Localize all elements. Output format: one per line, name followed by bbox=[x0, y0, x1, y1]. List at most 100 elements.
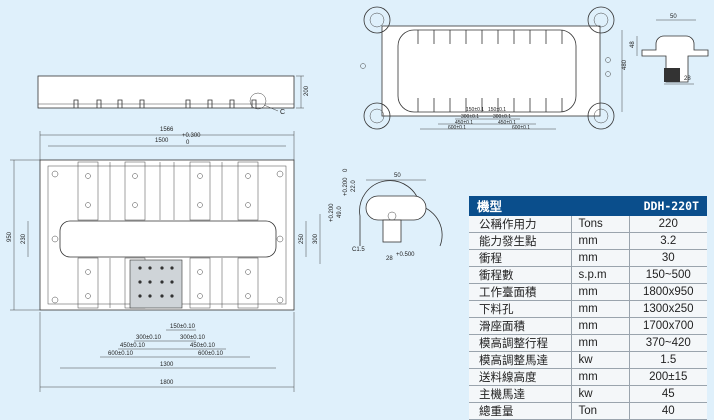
spec-value: 150~500 bbox=[629, 266, 707, 284]
spec-value: 200±15 bbox=[629, 368, 707, 386]
tol-plus-label: +0.300 bbox=[182, 133, 201, 139]
spec-unit: Ton bbox=[571, 402, 630, 420]
tr-50-label: 50 bbox=[670, 14, 677, 20]
d1300-label: 1300 bbox=[160, 362, 174, 368]
spec-unit: s.p.m bbox=[571, 266, 630, 284]
tslot-detail: 50 +0.200 22.0 0 +0.200 49.0 C1.5 28 +0.… bbox=[329, 168, 443, 262]
small-tslot-profile: 50 48 28 bbox=[630, 14, 709, 85]
spec-item: 工作臺面積 bbox=[469, 283, 572, 301]
top-d300b-label: 300±0.1 bbox=[493, 114, 511, 120]
spec-unit: Tons bbox=[571, 215, 630, 233]
det-28-label: 28 bbox=[386, 256, 393, 262]
tol-zero-label: 0 bbox=[186, 140, 190, 146]
top-d150-label: 150±0.1 bbox=[466, 107, 484, 113]
spec-item: 模高調整行程 bbox=[469, 334, 572, 352]
spec-value: 1.5 bbox=[629, 351, 707, 369]
spec-value: 30 bbox=[629, 249, 707, 267]
spec-unit: kw bbox=[571, 351, 630, 369]
spec-item: 送料線高度 bbox=[469, 368, 572, 386]
top-480-label: 480 bbox=[622, 59, 628, 70]
slot-230-label: 230 bbox=[21, 233, 27, 244]
top-d600b-label: 600±0.1 bbox=[512, 125, 530, 131]
det-49-label: 49.0 bbox=[337, 206, 343, 218]
plan-top-dims: 1566 1500 +0.300 0 bbox=[39, 127, 295, 160]
d600b-label: 600±0.10 bbox=[198, 351, 224, 357]
top-d450a-label: 450±0.1 bbox=[455, 120, 473, 126]
top-d600a-label: 600±0.1 bbox=[448, 125, 466, 131]
plan-bottom-dims: 150±0.10 300±0.10 300±0.10 450±0.10 450±… bbox=[39, 312, 295, 392]
spec-unit: mm bbox=[571, 249, 630, 267]
d1800-label: 1800 bbox=[160, 380, 174, 386]
spec-unit: mm bbox=[571, 368, 630, 386]
spec-item: 下料孔 bbox=[469, 300, 572, 318]
spec-item: 總重量 bbox=[469, 402, 572, 420]
spec-unit: mm bbox=[571, 232, 630, 250]
spec-unit: mm bbox=[571, 317, 630, 335]
spec-item: 能力發生點 bbox=[469, 232, 572, 250]
spec-unit: kw bbox=[571, 385, 630, 403]
spec-unit: mm bbox=[571, 300, 630, 318]
spec-value: 3.2 bbox=[629, 232, 707, 250]
d300b-label: 300±0.10 bbox=[180, 335, 206, 341]
spec-item: 主機馬達 bbox=[469, 385, 572, 403]
spec-item: 衝程 bbox=[469, 249, 572, 267]
spec-header-row: 機型 DDH-220T bbox=[469, 196, 707, 216]
spec-header-item: 機型 bbox=[469, 196, 571, 216]
slot-250-label: 250 bbox=[299, 233, 305, 244]
spec-unit: mm bbox=[571, 334, 630, 352]
spec-value: 45 bbox=[629, 385, 707, 403]
tr-28-label: 28 bbox=[684, 76, 691, 82]
d150-label: 150±0.10 bbox=[170, 324, 196, 330]
top-d300a-label: 300±0.1 bbox=[461, 114, 479, 120]
d300a-label: 300±0.10 bbox=[136, 335, 162, 341]
top-d150b-label: 150±0.1 bbox=[488, 107, 506, 113]
spec-header-unit bbox=[571, 196, 629, 216]
spec-item: 公稱作用力 bbox=[469, 215, 572, 233]
callout-c: C bbox=[280, 109, 285, 116]
det-220-label: 22.0 bbox=[351, 180, 357, 192]
spec-unit: mm bbox=[571, 283, 630, 301]
top-d450b-label: 450±0.1 bbox=[498, 120, 516, 126]
spec-item: 滑座面積 bbox=[469, 317, 572, 335]
spec-item: 模高調整馬達 bbox=[469, 351, 572, 369]
plan-view: 950 230 250 300 bbox=[7, 159, 321, 311]
d450a-label: 450±0.10 bbox=[120, 343, 146, 349]
d600a-label: 600±0.10 bbox=[108, 351, 134, 357]
width-1500-label: 1500 bbox=[155, 138, 169, 144]
spec-value: 370~420 bbox=[629, 334, 707, 352]
spec-value: 220 bbox=[629, 215, 707, 233]
side-height-label: 200 bbox=[304, 85, 310, 96]
spec-value: 1700x700 bbox=[629, 317, 707, 335]
slide-top-view: 150±0.1 150±0.1 300±0.1 300±0.1 450±0.1 … bbox=[360, 6, 628, 131]
depth-950-label: 950 bbox=[7, 231, 13, 242]
det-50-label: 50 bbox=[394, 173, 401, 179]
width-1566-label: 1566 bbox=[160, 127, 174, 133]
spec-value: 40 bbox=[629, 402, 707, 420]
d450b-label: 450±0.10 bbox=[190, 343, 216, 349]
det-zero-label: 0 bbox=[343, 168, 349, 172]
spec-value: 1800x950 bbox=[629, 283, 707, 301]
det-tol-label: +0.200 bbox=[329, 203, 335, 222]
slot-300-label: 300 bbox=[313, 233, 319, 244]
spec-item: 衝程數 bbox=[469, 266, 572, 284]
spec-value: 1300x250 bbox=[629, 300, 707, 318]
det-c15-label: C1.5 bbox=[352, 247, 365, 253]
tr-48-label: 48 bbox=[630, 41, 636, 48]
det-200-label: +0.200 bbox=[343, 177, 349, 196]
det-tol2-label: +0.500 bbox=[396, 252, 415, 258]
spec-header-model: DDH-220T bbox=[629, 196, 707, 216]
